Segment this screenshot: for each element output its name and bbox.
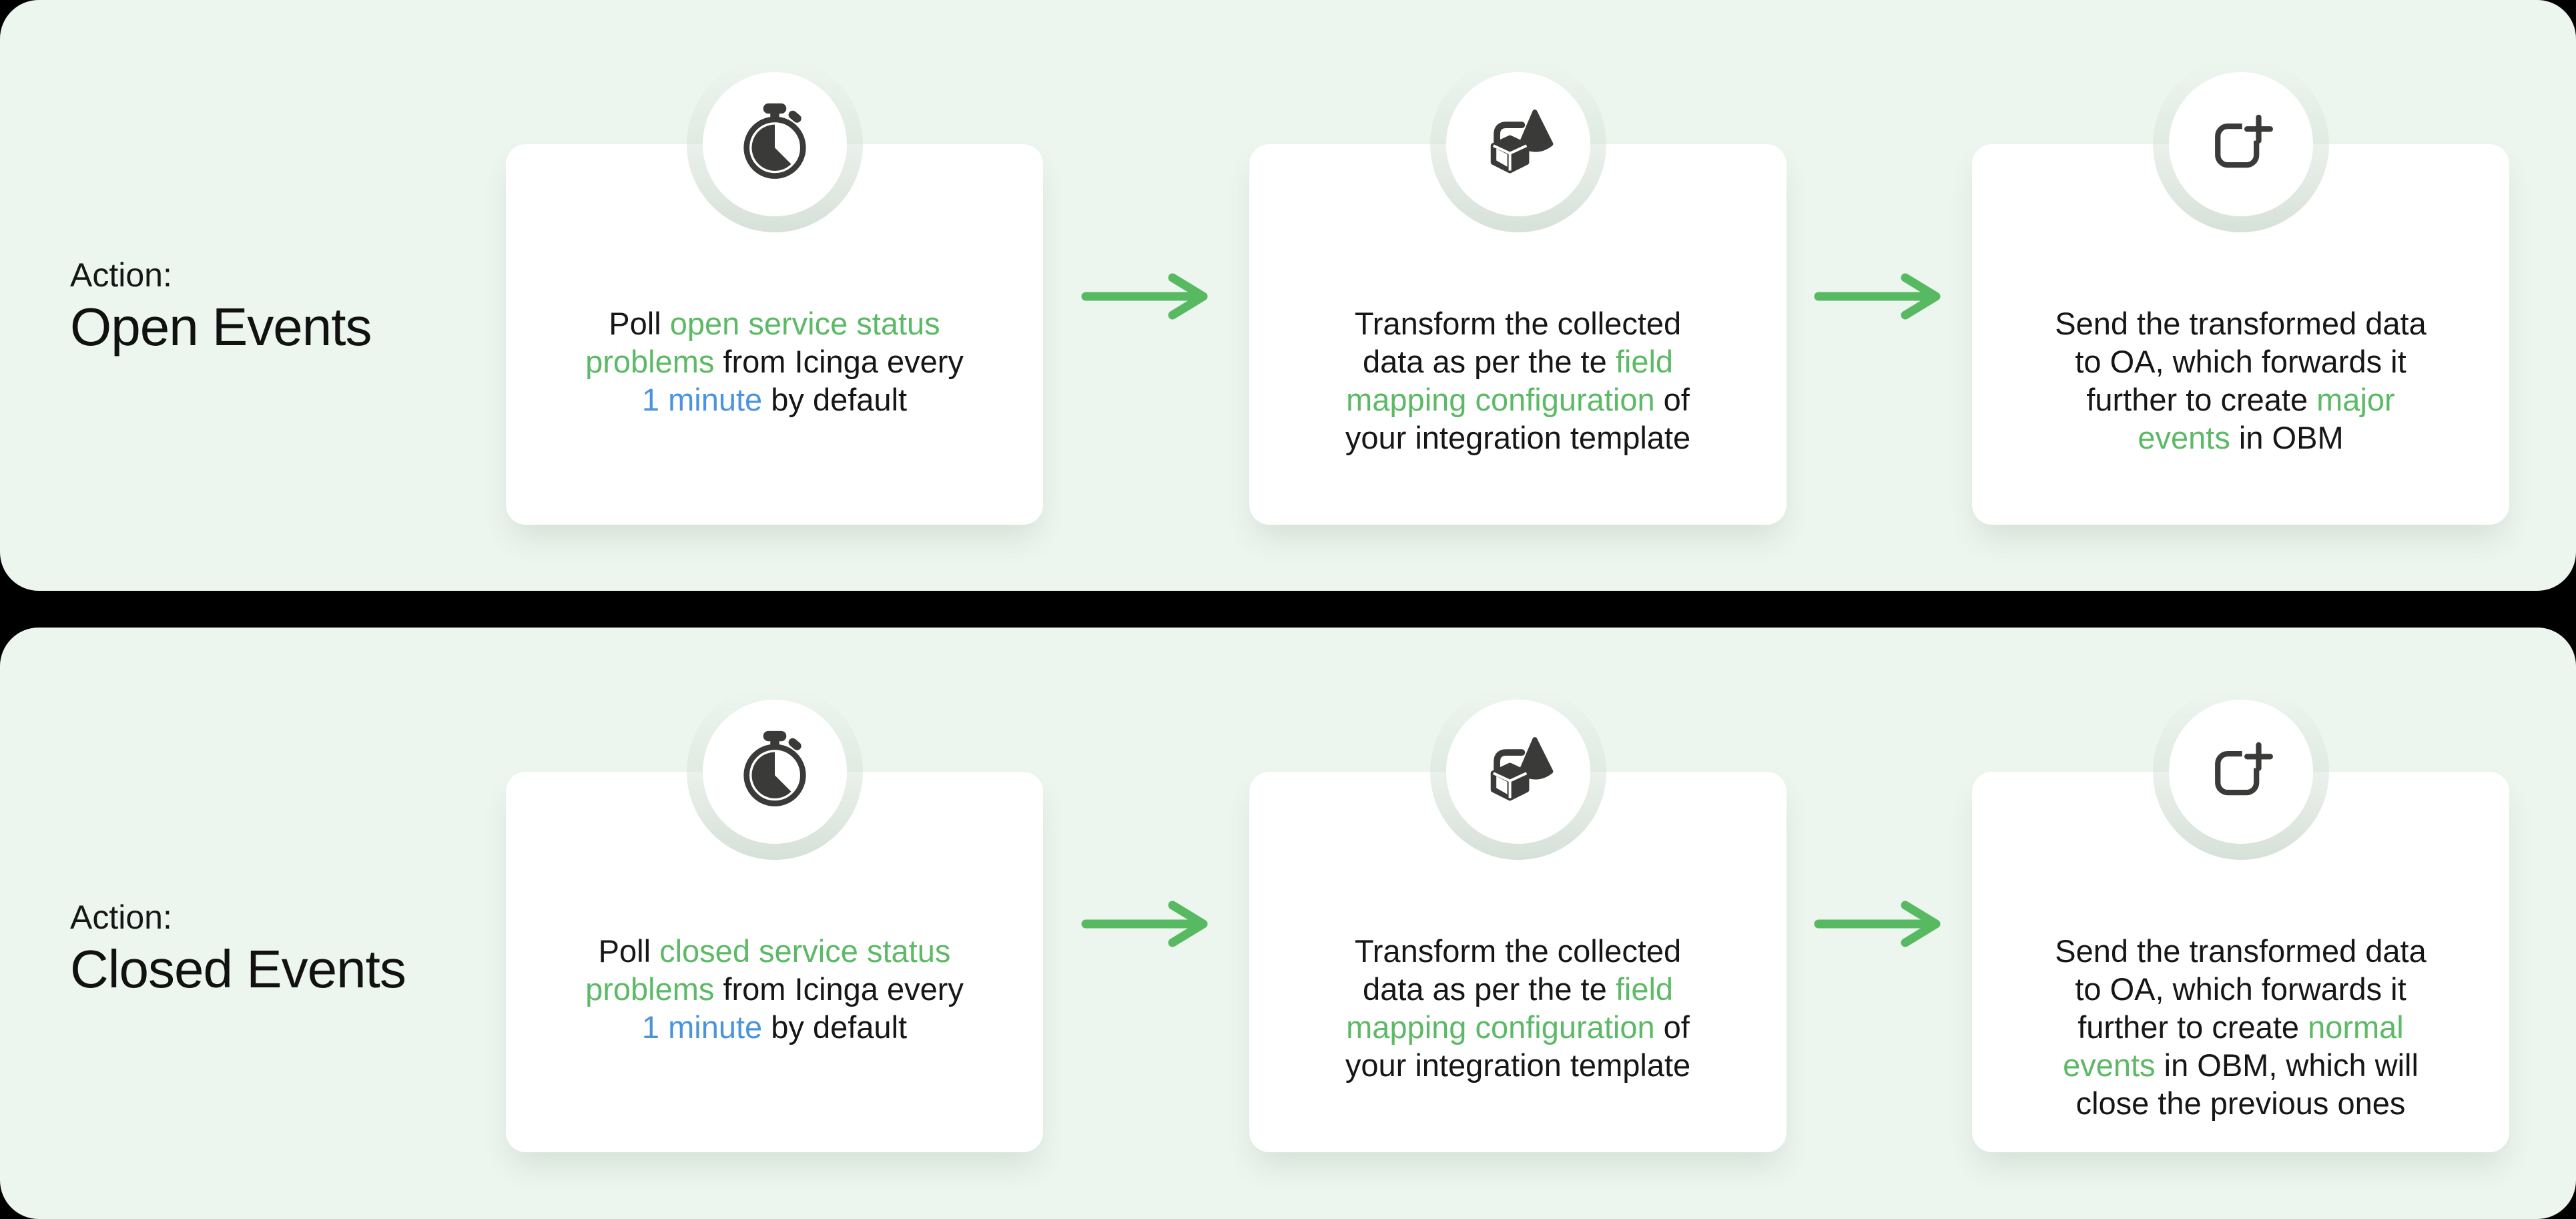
create-event-icon xyxy=(2214,741,2273,795)
step-description: Transform the collected data as per the … xyxy=(1345,933,1691,1083)
step-badge xyxy=(686,684,863,860)
step-badge-circle xyxy=(702,72,847,216)
action-label-open: Action: Open Events xyxy=(70,254,372,358)
flow-arrow-icon xyxy=(1814,273,1941,320)
step-badge xyxy=(1429,56,1606,232)
action-name: Closed Events xyxy=(70,939,406,999)
stopwatch-icon xyxy=(743,731,806,807)
shapes-transform-icon xyxy=(1490,737,1553,801)
action-prefix: Action: xyxy=(70,256,172,294)
step-card-poll: Poll closed service status problems from… xyxy=(506,684,1043,1152)
step-card-transform: Transform the collected data as per the … xyxy=(1249,684,1787,1152)
step-badge-circle xyxy=(702,700,847,844)
step-badge xyxy=(1429,684,1606,860)
step-badge-circle xyxy=(2168,72,2313,216)
step-badge xyxy=(2152,56,2329,232)
step-badge xyxy=(2152,684,2329,860)
step-badge-circle xyxy=(2168,700,2313,844)
flow-arrow-icon xyxy=(1081,273,1208,320)
step-description: Transform the collected data as per the … xyxy=(1345,306,1691,455)
flow-arrow-icon xyxy=(1814,901,1941,947)
open-events-panel: Action: Open Events Poll xyxy=(0,0,2576,591)
step-card-poll: Poll open service status problems from I… xyxy=(506,56,1043,525)
step-description: Poll open service status problems from I… xyxy=(585,306,964,417)
step-description: Send the transformed data to OA, which f… xyxy=(2055,306,2427,455)
closed-events-panel: Action: Closed Events Po xyxy=(0,628,2576,1219)
action-prefix: Action: xyxy=(70,899,172,936)
stopwatch-icon xyxy=(743,103,806,180)
step-card-send: Send the transformed data to OA, which f… xyxy=(1972,56,2509,525)
step-badge-circle xyxy=(1445,700,1590,844)
step-badge-circle xyxy=(1445,72,1590,216)
flow-arrow-icon xyxy=(1081,901,1208,947)
create-event-icon xyxy=(2214,113,2273,168)
step-badge xyxy=(686,56,863,232)
shapes-transform-icon xyxy=(1490,109,1553,174)
action-label-closed: Action: Closed Events xyxy=(70,896,406,1000)
step-description: Send the transformed data to OA, which f… xyxy=(2055,933,2427,1121)
step-card-transform: Transform the collected data as per the … xyxy=(1249,56,1787,525)
step-card-send: Send the transformed data to OA, which f… xyxy=(1972,684,2509,1152)
action-name: Open Events xyxy=(70,297,372,356)
step-description: Poll closed service status problems from… xyxy=(585,933,964,1045)
